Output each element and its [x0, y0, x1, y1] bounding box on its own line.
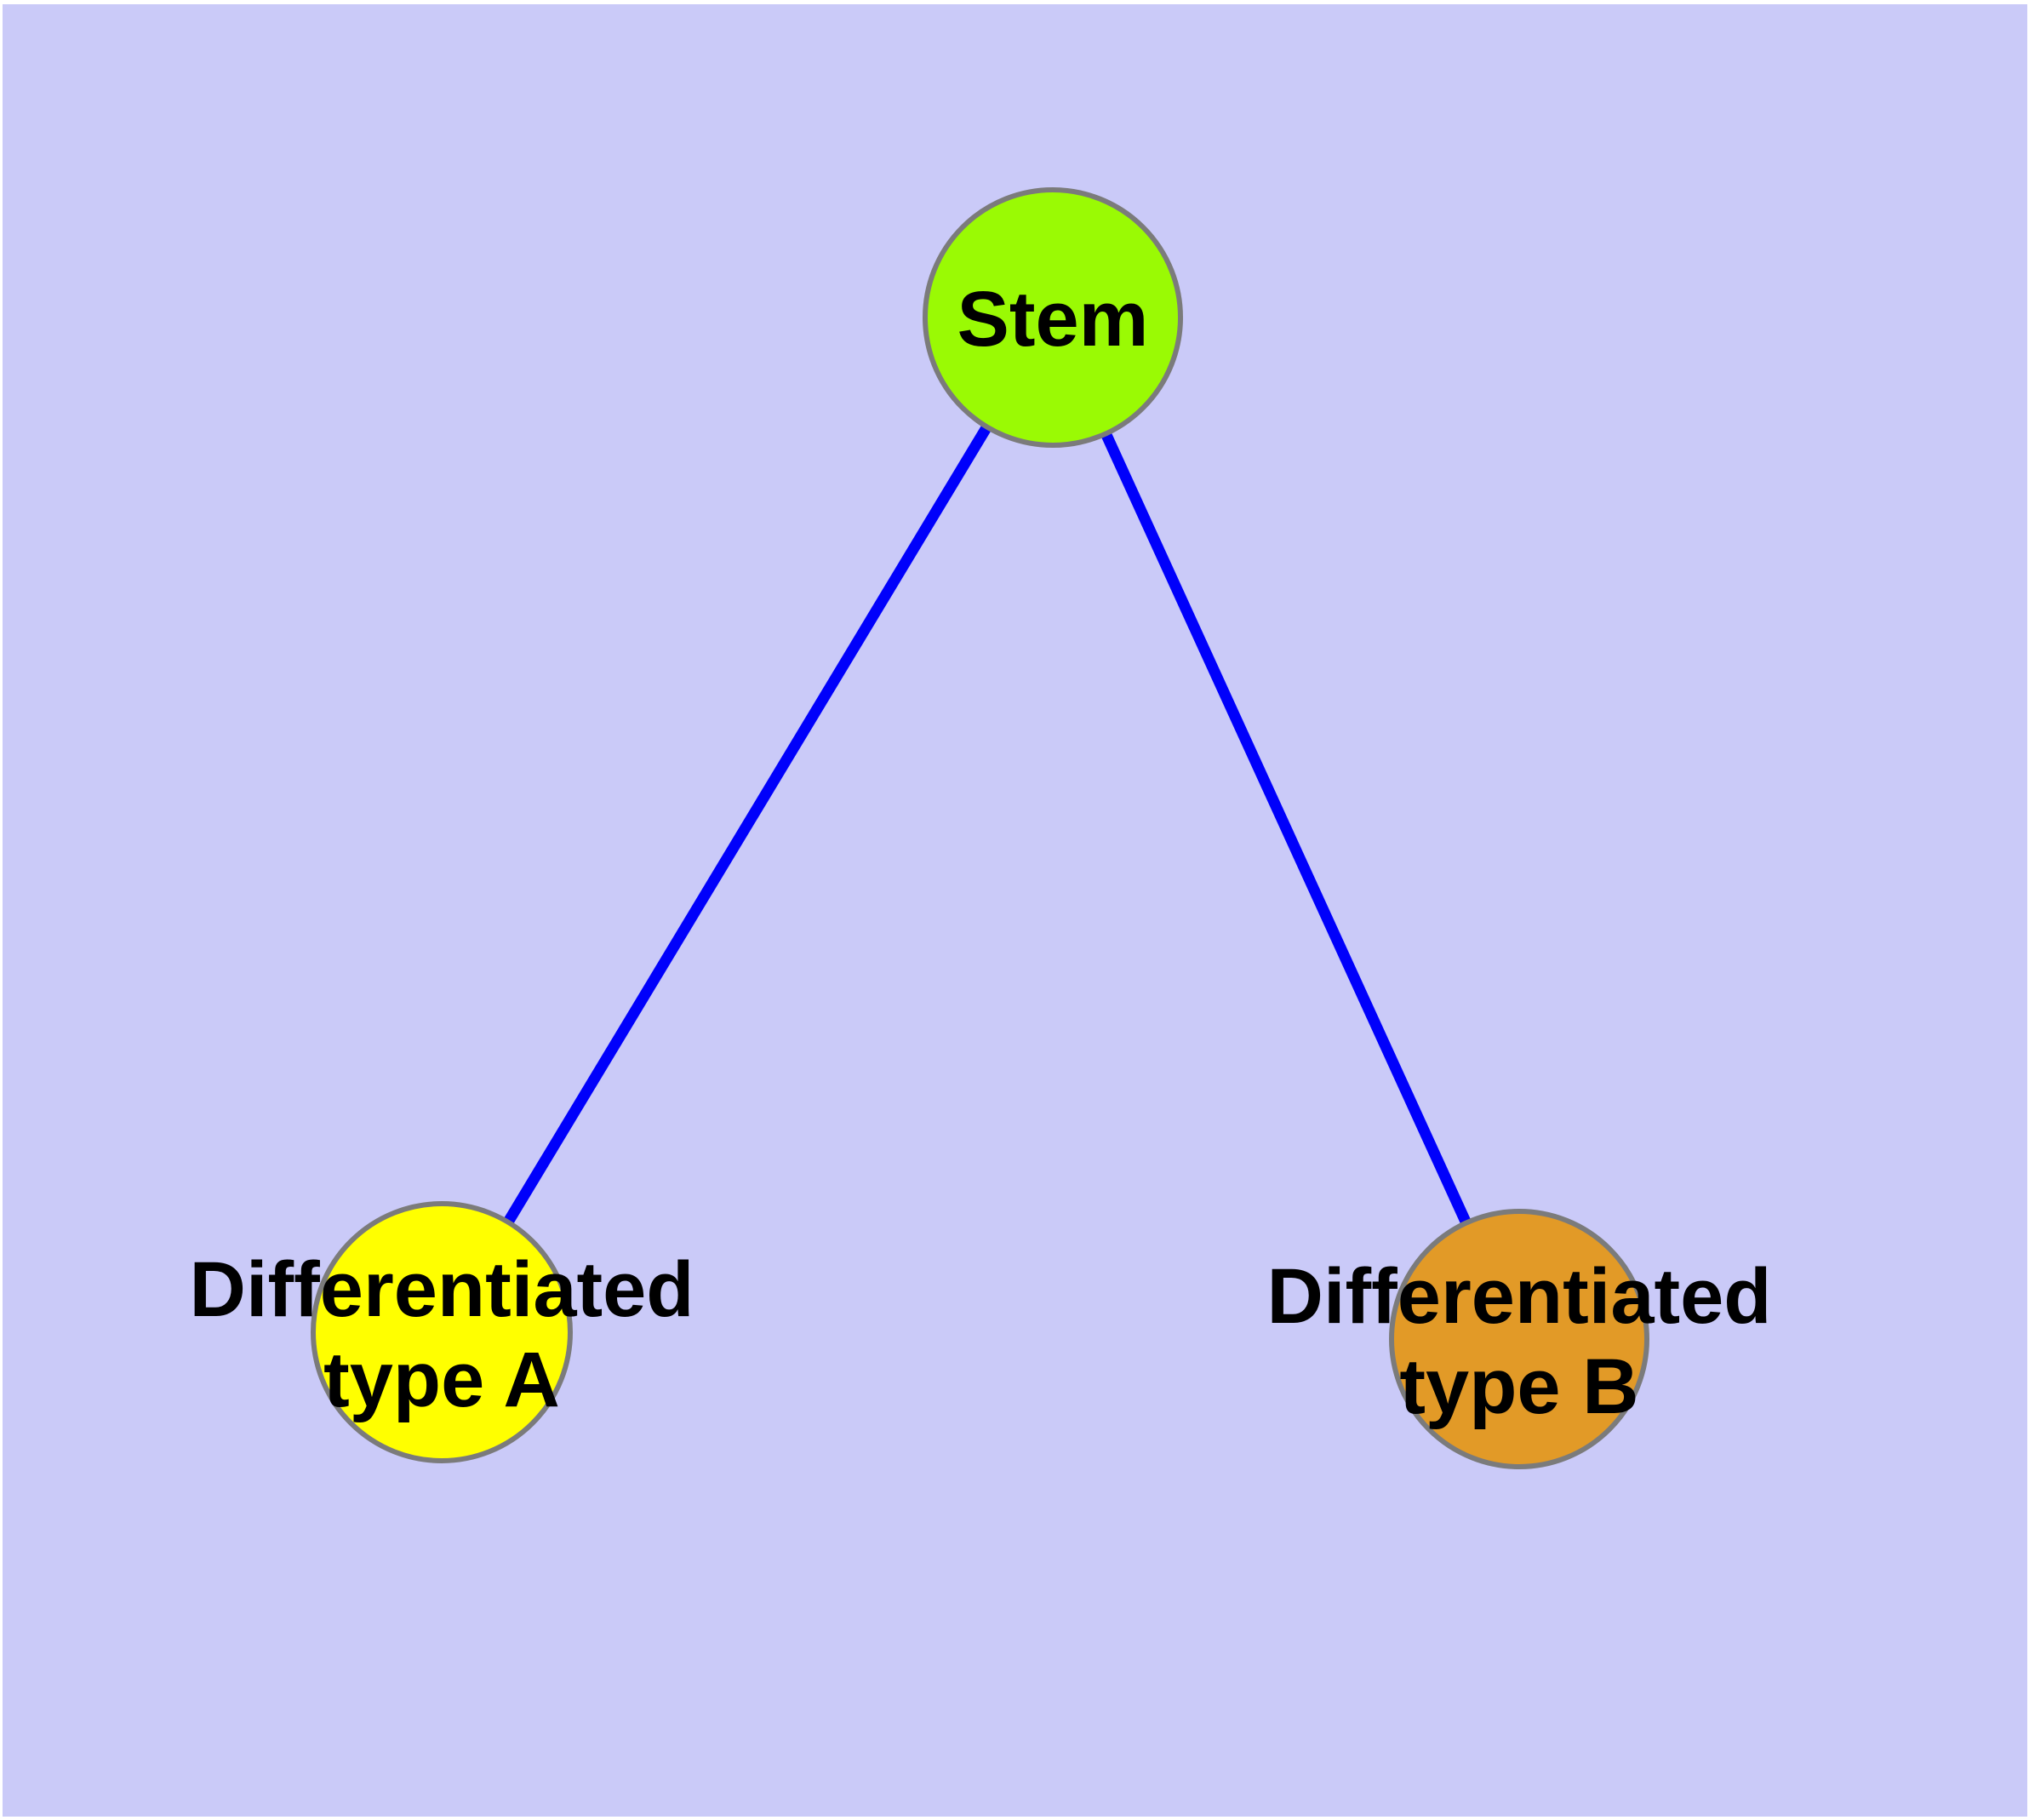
node-stem-circle	[923, 187, 1183, 448]
edge-stem-to-type-a	[437, 314, 1058, 1336]
node-type-b-circle	[1389, 1209, 1649, 1469]
node-type-b-label-line2: type B	[1399, 1343, 1638, 1430]
node-type-a-circle	[311, 1201, 573, 1463]
node-type-a-label-line1: Differentiated	[190, 1246, 694, 1333]
node-stem-label: Stem	[957, 276, 1149, 363]
node-type-b-label-line1: Differentiated	[1267, 1253, 1772, 1340]
edge-stem-to-type-b	[1048, 315, 1524, 1342]
node-type-a-label-line2: type A	[323, 1336, 560, 1423]
